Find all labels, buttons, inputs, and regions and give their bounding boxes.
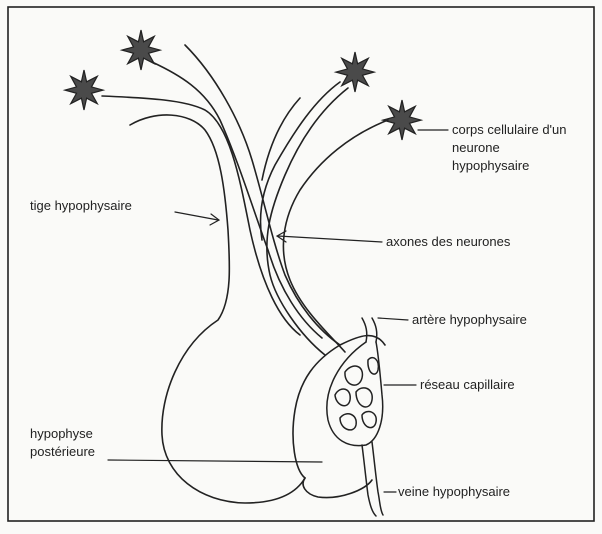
capillary-loop-1: [345, 366, 362, 385]
leader-lines: [108, 130, 448, 492]
leader-axones: [278, 236, 382, 242]
anterior-lobe-outline: [293, 336, 385, 478]
label-hypophyse-line1: hypophyse: [30, 426, 93, 441]
anterior-right-outline: [303, 478, 372, 498]
leader-tige: [175, 212, 218, 220]
leader-hypophyse: [108, 460, 322, 462]
neuron-cell-body-1: [122, 30, 160, 70]
capillary-loop-3: [356, 388, 372, 407]
neuron-cell-body-2: [65, 70, 103, 110]
hypophyseal-artery: [362, 318, 367, 342]
leader-artere: [378, 318, 408, 320]
stalk-right-outline: [262, 98, 300, 180]
label-corps-line3: hypophysaire: [452, 158, 529, 173]
neuron-cell-body-3: [336, 52, 374, 92]
hypophyseal-vein-wall: [372, 442, 383, 515]
label-hypophyse-line2: postérieure: [30, 444, 95, 459]
axon-3: [185, 45, 340, 345]
capillary-loop-5: [362, 411, 376, 427]
diagram-frame: [8, 7, 594, 521]
axon-lines: [102, 45, 388, 355]
axon-5: [283, 120, 388, 352]
neuron-cell-bodies: [65, 30, 421, 140]
label-reseau: réseau capillaire: [420, 377, 515, 392]
labels: corps cellulaire d'un neurone hypophysai…: [30, 122, 567, 499]
label-veine: veine hypophysaire: [398, 484, 510, 499]
lobe-outlines: [130, 98, 385, 503]
label-artere: artère hypophysaire: [412, 312, 527, 327]
capillary-loop-4: [340, 414, 356, 430]
label-axones: axones des neurones: [386, 234, 511, 249]
label-corps-line1: corps cellulaire d'un: [452, 122, 567, 137]
label-tige: tige hypophysaire: [30, 198, 132, 213]
label-corps-line2: neurone: [452, 140, 500, 155]
capillary-loop-6: [368, 358, 378, 374]
capillary-loop-2: [335, 389, 350, 406]
hypophyseal-artery-wall: [372, 318, 377, 342]
